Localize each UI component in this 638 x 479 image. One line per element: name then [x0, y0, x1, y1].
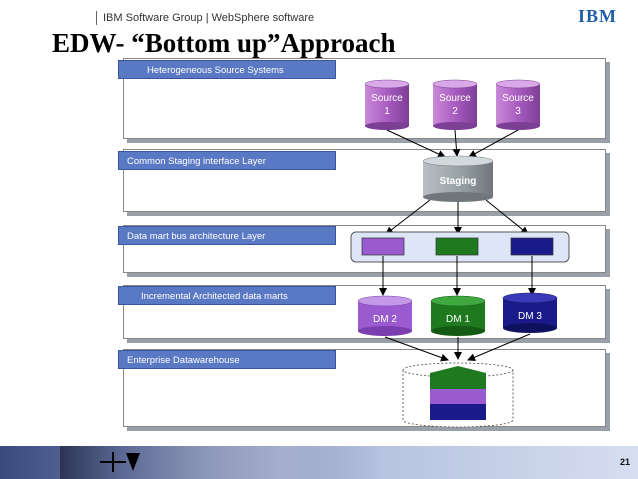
- source-3-label-line2: 3: [515, 106, 521, 117]
- staging-label: Staging: [440, 176, 477, 187]
- arrow-dm2-edw: [384, 336, 449, 362]
- arrow-source3-staging: [468, 129, 519, 158]
- arrow-staging-bus-right: [485, 199, 529, 235]
- arrow-dm3-edw: [467, 333, 531, 361]
- bus-block-dm3: [510, 237, 554, 256]
- source-1-label-line1: Source: [371, 93, 403, 104]
- layer-staging-label: Common Staging interface Layer: [118, 151, 336, 170]
- dm2-cylinder: [357, 295, 413, 336]
- ibm-logo: IBM: [578, 6, 617, 26]
- page-number: 21: [620, 457, 631, 467]
- dm1-label: DM 1: [446, 314, 470, 325]
- edw-cylinder: [402, 362, 514, 428]
- dm2-label: DM 2: [373, 314, 397, 325]
- source-3-label-line1: Source: [502, 93, 534, 104]
- source-2-label-line2: 2: [452, 106, 458, 117]
- dm3-label: DM 3: [518, 311, 542, 322]
- header-org: IBM Software Group | WebSphere software: [103, 12, 315, 24]
- dm1-cylinder: [430, 295, 486, 336]
- arrow-source1-staging: [386, 129, 446, 158]
- arrow-source2-staging: [452, 129, 461, 157]
- layer-edw-label: Enterprise Datawarehouse: [118, 350, 336, 369]
- source-1-cylinder: [364, 79, 410, 130]
- staging-cylinder: [422, 155, 494, 202]
- page-title: EDW- “Bottom up”Approach: [52, 28, 396, 58]
- header-divider: [96, 11, 97, 25]
- bus-block-dm2: [361, 237, 405, 256]
- source-3-cylinder: [495, 79, 541, 130]
- source-1-label-line2: 1: [384, 106, 390, 117]
- layer-bus-label: Data mart bus architecture Layer: [118, 226, 336, 245]
- layer-marts-label: Incremental Architected data marts: [118, 286, 336, 305]
- layer-sources-label: Heterogeneous Source Systems: [118, 60, 336, 79]
- arrow-staging-bus-left: [385, 199, 431, 235]
- dm3-cylinder: [502, 292, 558, 333]
- source-2-cylinder: [432, 79, 478, 130]
- source-2-label-line1: Source: [439, 93, 471, 104]
- footer-emblem-overlay-icon: [100, 452, 140, 472]
- bus-block-dm1: [435, 237, 479, 256]
